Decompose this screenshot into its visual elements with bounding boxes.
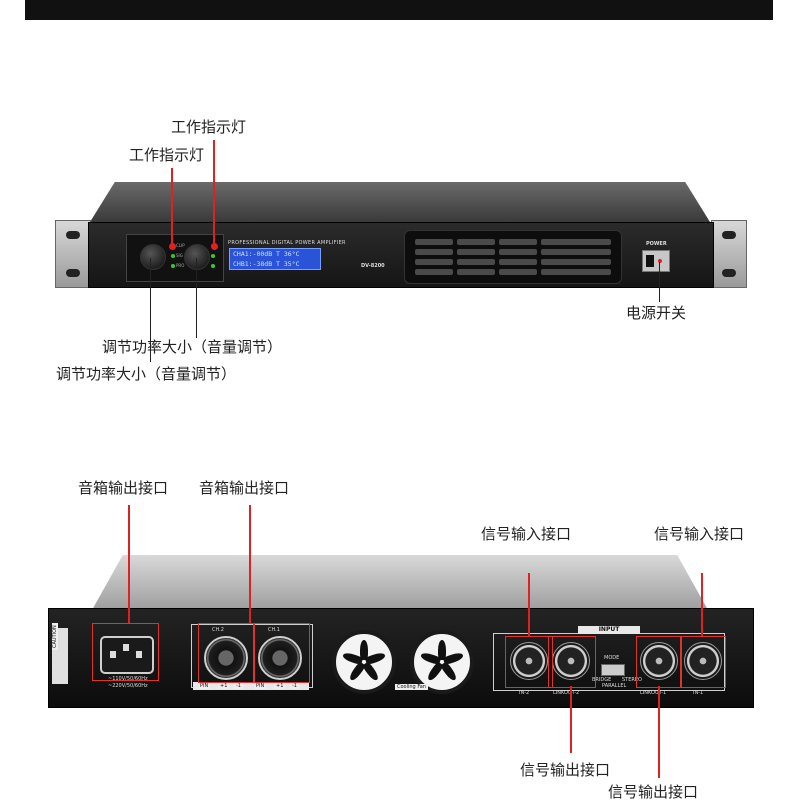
power-inlet[interactable] xyxy=(100,636,154,674)
input-header: INPUT xyxy=(578,626,640,634)
signal-out-label-1: 信号输出接口 xyxy=(520,761,611,779)
led-label-prot: PRO xyxy=(176,263,185,268)
cooling-fan-2 xyxy=(410,630,474,694)
signal-in-1-highlight xyxy=(680,636,726,688)
power-switch-label: 电源开关 xyxy=(626,304,687,322)
signal-out-label-2: 信号输出接口 xyxy=(608,783,699,801)
lcd-display: CHA1:-00dB T 36°C CHB1:-38dB T 35°C xyxy=(229,248,321,270)
in2-label: IN-2 xyxy=(519,690,530,696)
stereo-label: STEREO xyxy=(622,677,642,683)
xlr-linkout-2[interactable] xyxy=(552,642,590,680)
linkout2-label: LINKOUT-2 xyxy=(553,690,580,696)
ch1-label: CH.1 xyxy=(268,627,280,633)
speaker-out-callout-line xyxy=(249,505,251,623)
panel-title: PROFESSIONAL DIGITAL POWER AMPLIFIER xyxy=(228,240,346,246)
power-switch[interactable] xyxy=(642,250,670,272)
mode-switch[interactable] xyxy=(601,664,625,676)
rear-chassis-top xyxy=(92,555,708,610)
front-vent-grille xyxy=(404,230,622,284)
top-banner-bar xyxy=(25,0,773,20)
signal-led-1 xyxy=(171,254,175,258)
voltage-110-label: ~110V/50/60Hz xyxy=(108,676,148,682)
signal-led-2 xyxy=(211,254,215,258)
signal-in-label-1: 信号输入接口 xyxy=(481,525,572,543)
ch2-label: CH.2 xyxy=(212,627,224,633)
voltage-220-label: ~220V/50/60Hz xyxy=(108,683,148,689)
in1-label: IN-1 xyxy=(693,690,704,696)
speaker-out-label-2: 音箱输出接口 xyxy=(199,479,290,497)
signal-out-1-highlight xyxy=(636,636,682,688)
caution-text: CAUTION xyxy=(52,623,58,650)
xlr-in-2[interactable] xyxy=(510,642,548,680)
indicator-label-2: 工作指示灯 xyxy=(129,146,205,164)
minus-label-2: -1 xyxy=(234,683,243,689)
mode-label: MODE xyxy=(604,655,620,661)
pin-legend-strip xyxy=(193,682,309,690)
lcd-line-1: CHA1:-00dB T 36°C xyxy=(233,250,300,258)
signal-out-2-highlight xyxy=(548,636,596,688)
signal-in-label-2: 信号输入接口 xyxy=(654,525,745,543)
signal-in-2-callout-line xyxy=(528,573,530,636)
led-label-clip: CLIP xyxy=(176,243,185,248)
cooling-fan-label: Cooling Fan xyxy=(395,684,428,690)
signal-in-2-highlight xyxy=(505,636,553,688)
indicator-callout-line-1 xyxy=(213,140,215,246)
xlr-in-1[interactable] xyxy=(684,642,722,680)
plus-label-2: +1 xyxy=(218,683,230,689)
power-inlet-callout-line xyxy=(128,505,130,623)
speaker-out-2-highlight xyxy=(198,623,254,683)
indicator-label-1: 工作指示灯 xyxy=(171,118,247,136)
front-chassis-top xyxy=(90,182,710,222)
volume-label-1: 调节功率大小（音量调节） xyxy=(102,338,283,356)
xlr-linkout-1[interactable] xyxy=(640,642,678,680)
signal-out-2-callout-line xyxy=(570,686,572,753)
indicator-callout-line-2 xyxy=(171,168,173,246)
volume-knob-1[interactable] xyxy=(140,244,166,270)
speaker-out-label-1: 音箱输出接口 xyxy=(78,479,169,497)
power-label: POWER xyxy=(646,241,667,247)
lcd-line-2: CHB1:-38dB T 35°C xyxy=(233,260,300,268)
signal-out-1-callout-line xyxy=(658,686,660,778)
bridge-label: BRIDGE xyxy=(592,677,612,683)
volume-knob-2[interactable] xyxy=(184,244,210,270)
protect-led-1 xyxy=(171,264,175,268)
pin-label-1: PIN xyxy=(254,683,267,689)
speaker-output-ch1[interactable] xyxy=(258,636,302,680)
plus-label-1: +1 xyxy=(274,683,286,689)
led-label-sig: SIG xyxy=(176,253,183,258)
volume-label-2: 调节功率大小（音量调节） xyxy=(56,365,237,383)
power-callout-line xyxy=(659,262,660,302)
pin-label-2: PIN xyxy=(198,683,211,689)
protect-led-2 xyxy=(211,264,215,268)
rack-ear-left xyxy=(55,220,91,288)
speaker-out-1-highlight xyxy=(254,623,310,683)
linkout1-label: LINKOUT-1 xyxy=(640,690,667,696)
minus-label-1: -1 xyxy=(290,683,299,689)
volume-callout-line-2 xyxy=(150,258,151,362)
rack-ear-right xyxy=(711,220,747,288)
model-label: DV-8200 xyxy=(361,263,385,269)
speaker-output-ch2[interactable] xyxy=(204,636,248,680)
power-inlet-highlight xyxy=(92,623,159,681)
volume-callout-line-1 xyxy=(196,258,197,338)
cooling-fan-1 xyxy=(332,630,396,694)
signal-in-1-callout-line xyxy=(701,573,703,636)
parallel-label: PARALLEL xyxy=(602,683,627,689)
